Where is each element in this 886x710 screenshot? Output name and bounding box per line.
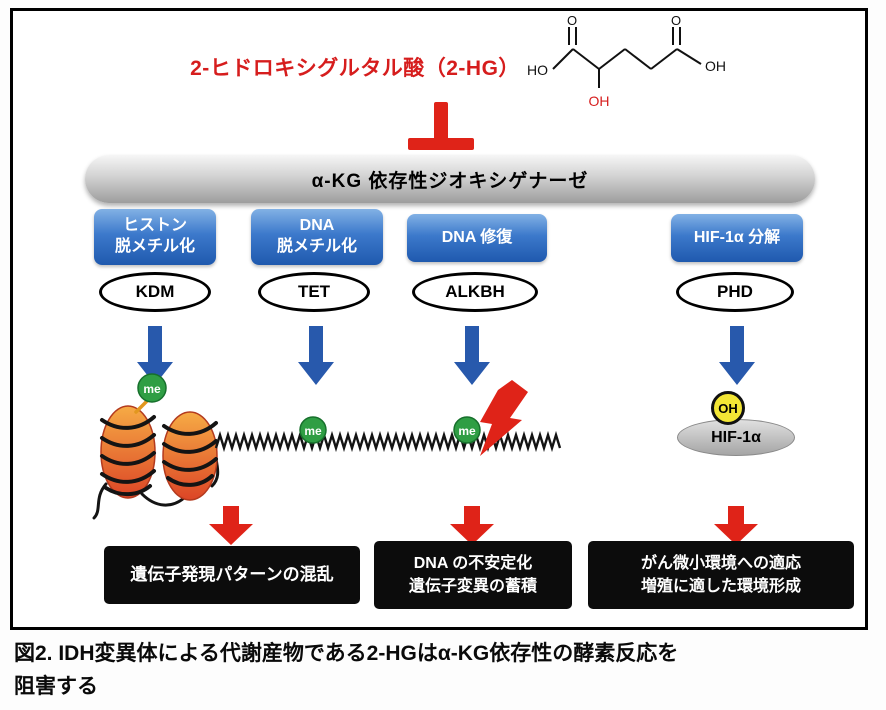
me-badge-3: me bbox=[453, 416, 481, 444]
outcome-box-dna-instability: DNA の不安定化 遺伝子変異の蓄積 bbox=[374, 541, 572, 609]
dna-strand bbox=[214, 430, 562, 453]
me-badge-1: me bbox=[137, 373, 167, 403]
me-label-2: me bbox=[304, 424, 322, 438]
2hg-chemical-structure: HO O O OH OH bbox=[527, 14, 726, 109]
histone-dna-scene: me me me bbox=[92, 373, 562, 520]
outcome-box-gene-expression: 遺伝子発現パターンの混乱 bbox=[104, 546, 360, 604]
enzyme-oval-phd: PHD bbox=[676, 272, 794, 312]
function-box-histone-demethylation: ヒストン 脱メチル化 bbox=[94, 209, 216, 265]
lightning-icon bbox=[480, 380, 528, 456]
red-arrow-3 bbox=[714, 506, 758, 545]
function-box-hif1a-degradation: HIF-1α 分解 bbox=[671, 214, 803, 262]
inhibition-tbar-horizontal bbox=[408, 138, 474, 150]
chem-o-left-label: O bbox=[567, 14, 577, 28]
histone-spool-2 bbox=[162, 411, 218, 501]
inhibition-tbar-vertical bbox=[434, 102, 448, 140]
blue-arrow-3 bbox=[454, 326, 490, 385]
dioxygenase-banner: α-KG 依存性ジオキシゲナーゼ bbox=[85, 155, 815, 203]
function-box-dna-repair: DNA 修復 bbox=[407, 214, 547, 262]
oh-badge: OH bbox=[711, 391, 745, 425]
histone-spool-1 bbox=[100, 405, 156, 499]
red-arrow-2 bbox=[450, 506, 494, 545]
red-arrow-1 bbox=[209, 506, 253, 545]
chem-ho-label: HO bbox=[527, 62, 548, 78]
enzyme-oval-kdm: KDM bbox=[99, 272, 211, 312]
enzyme-oval-alkbh: ALKBH bbox=[412, 272, 538, 312]
enzyme-oval-tet: TET bbox=[258, 272, 370, 312]
me-label-3: me bbox=[458, 424, 476, 438]
chem-oh-right-label: OH bbox=[705, 58, 726, 74]
me-badge-2: me bbox=[299, 416, 327, 444]
blue-arrow-2 bbox=[298, 326, 334, 385]
figure-caption: 図2. IDH変異体による代謝産物である2-HGはα-KG依存性の酵素反応を 阻… bbox=[14, 642, 679, 698]
chem-bonds bbox=[552, 27, 702, 88]
blue-arrow-1 bbox=[137, 326, 173, 385]
me-label-1: me bbox=[143, 382, 161, 396]
chem-o-right-label: O bbox=[671, 14, 681, 28]
hif1a-ellipse: HIF-1α bbox=[677, 419, 795, 456]
figure-title: 2-ヒドロキシグルタル酸（2-HG） bbox=[190, 57, 520, 80]
blue-arrow-4 bbox=[719, 326, 755, 385]
outcome-box-tumor-microenvironment: がん微小環境への適応 増殖に適した環境形成 bbox=[588, 541, 854, 609]
function-box-dna-demethylation: DNA 脱メチル化 bbox=[251, 209, 383, 265]
chem-oh-center-label: OH bbox=[589, 93, 610, 109]
me-badge-stem bbox=[134, 398, 150, 414]
